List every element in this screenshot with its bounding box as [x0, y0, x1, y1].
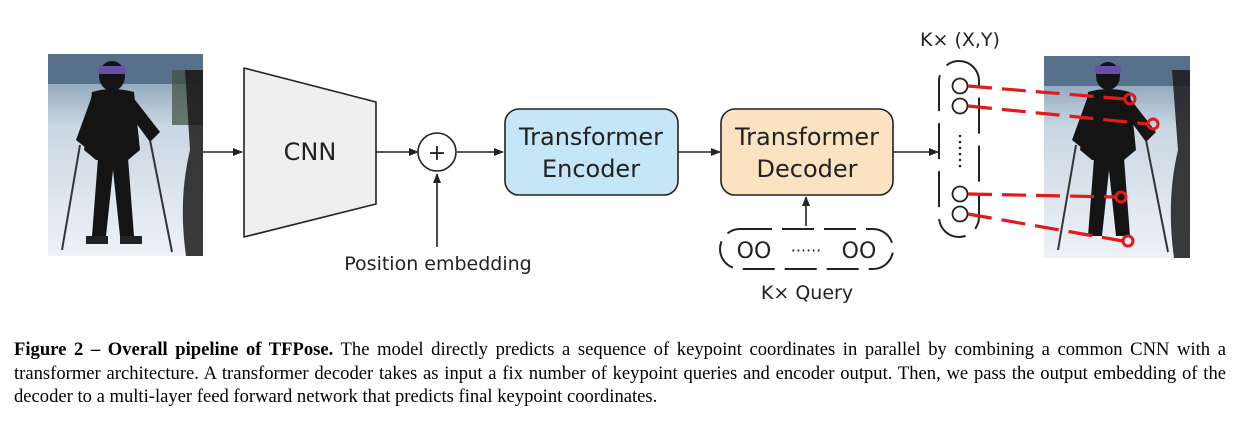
keypoint-correspondences: [967, 84, 1149, 243]
decoder-label-line1: Transformer: [734, 123, 879, 151]
output-slot-2: [951, 97, 969, 115]
query-dots: ······: [791, 241, 822, 260]
output-ellipsis: [958, 134, 962, 168]
query-label: K× Query: [761, 282, 853, 304]
position-embedding-label: Position embedding: [344, 253, 531, 275]
add-node: [417, 132, 457, 172]
input-photo: [48, 54, 203, 256]
output-photo: [1044, 56, 1190, 258]
pipeline-diagram: CNN + Position embedding Transformer Enc…: [48, 29, 1190, 304]
add-symbol: +: [428, 141, 446, 166]
encoder-label-line1: Transformer: [518, 123, 663, 151]
query-left-circles: OO: [737, 239, 772, 264]
cnn-label: CNN: [284, 138, 337, 166]
keypoint-query-pill: [719, 228, 894, 270]
output-slot-1: [951, 77, 969, 95]
caption-body: The model directly predicts a sequence o…: [14, 339, 1226, 407]
output-slot-4: [951, 205, 969, 223]
output-slot-3: [951, 185, 969, 203]
decoder-label-line2: Decoder: [757, 155, 858, 183]
transformer-encoder-block: [504, 108, 679, 196]
caption-title: Figure 2 – Overall pipeline of TFPose.: [14, 339, 334, 360]
transformer-decoder-block: [720, 108, 894, 196]
query-right-circles: OO: [842, 239, 877, 264]
cnn-block: [243, 67, 377, 238]
output-label: K× (X,Y): [920, 29, 1000, 51]
encoder-label-line2: Encoder: [542, 155, 640, 183]
figure-caption: Figure 2 – Overall pipeline of TFPose. T…: [14, 338, 1226, 409]
